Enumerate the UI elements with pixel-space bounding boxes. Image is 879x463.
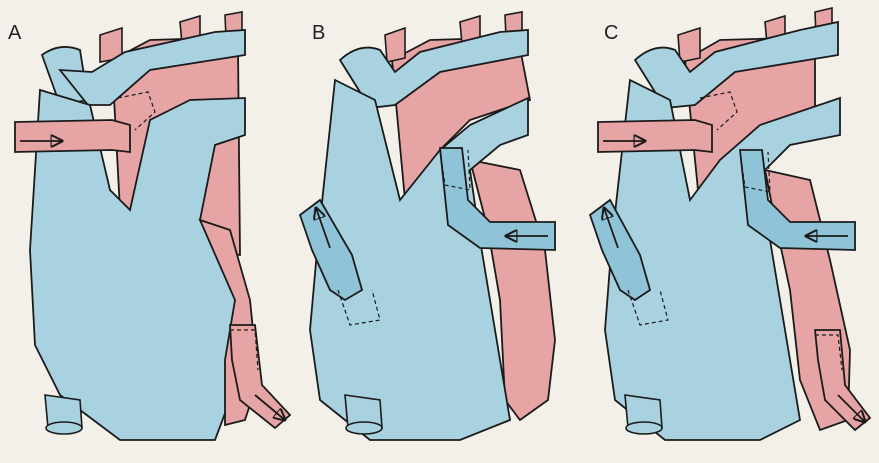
panel-c <box>590 8 870 440</box>
panel-label-b: B <box>312 22 325 45</box>
ivc-opening <box>46 422 82 434</box>
branch-stub-1 <box>678 28 700 62</box>
inflow-vessel <box>15 120 130 152</box>
ivc-opening <box>626 422 662 434</box>
ivc-opening <box>346 422 382 434</box>
panel-a <box>15 12 290 440</box>
inflow-vessel <box>598 120 712 152</box>
panel-label-a: A <box>8 22 21 45</box>
branch-stub-1 <box>385 28 405 62</box>
panel-b <box>300 12 555 440</box>
panel-label-c: C <box>604 22 618 45</box>
